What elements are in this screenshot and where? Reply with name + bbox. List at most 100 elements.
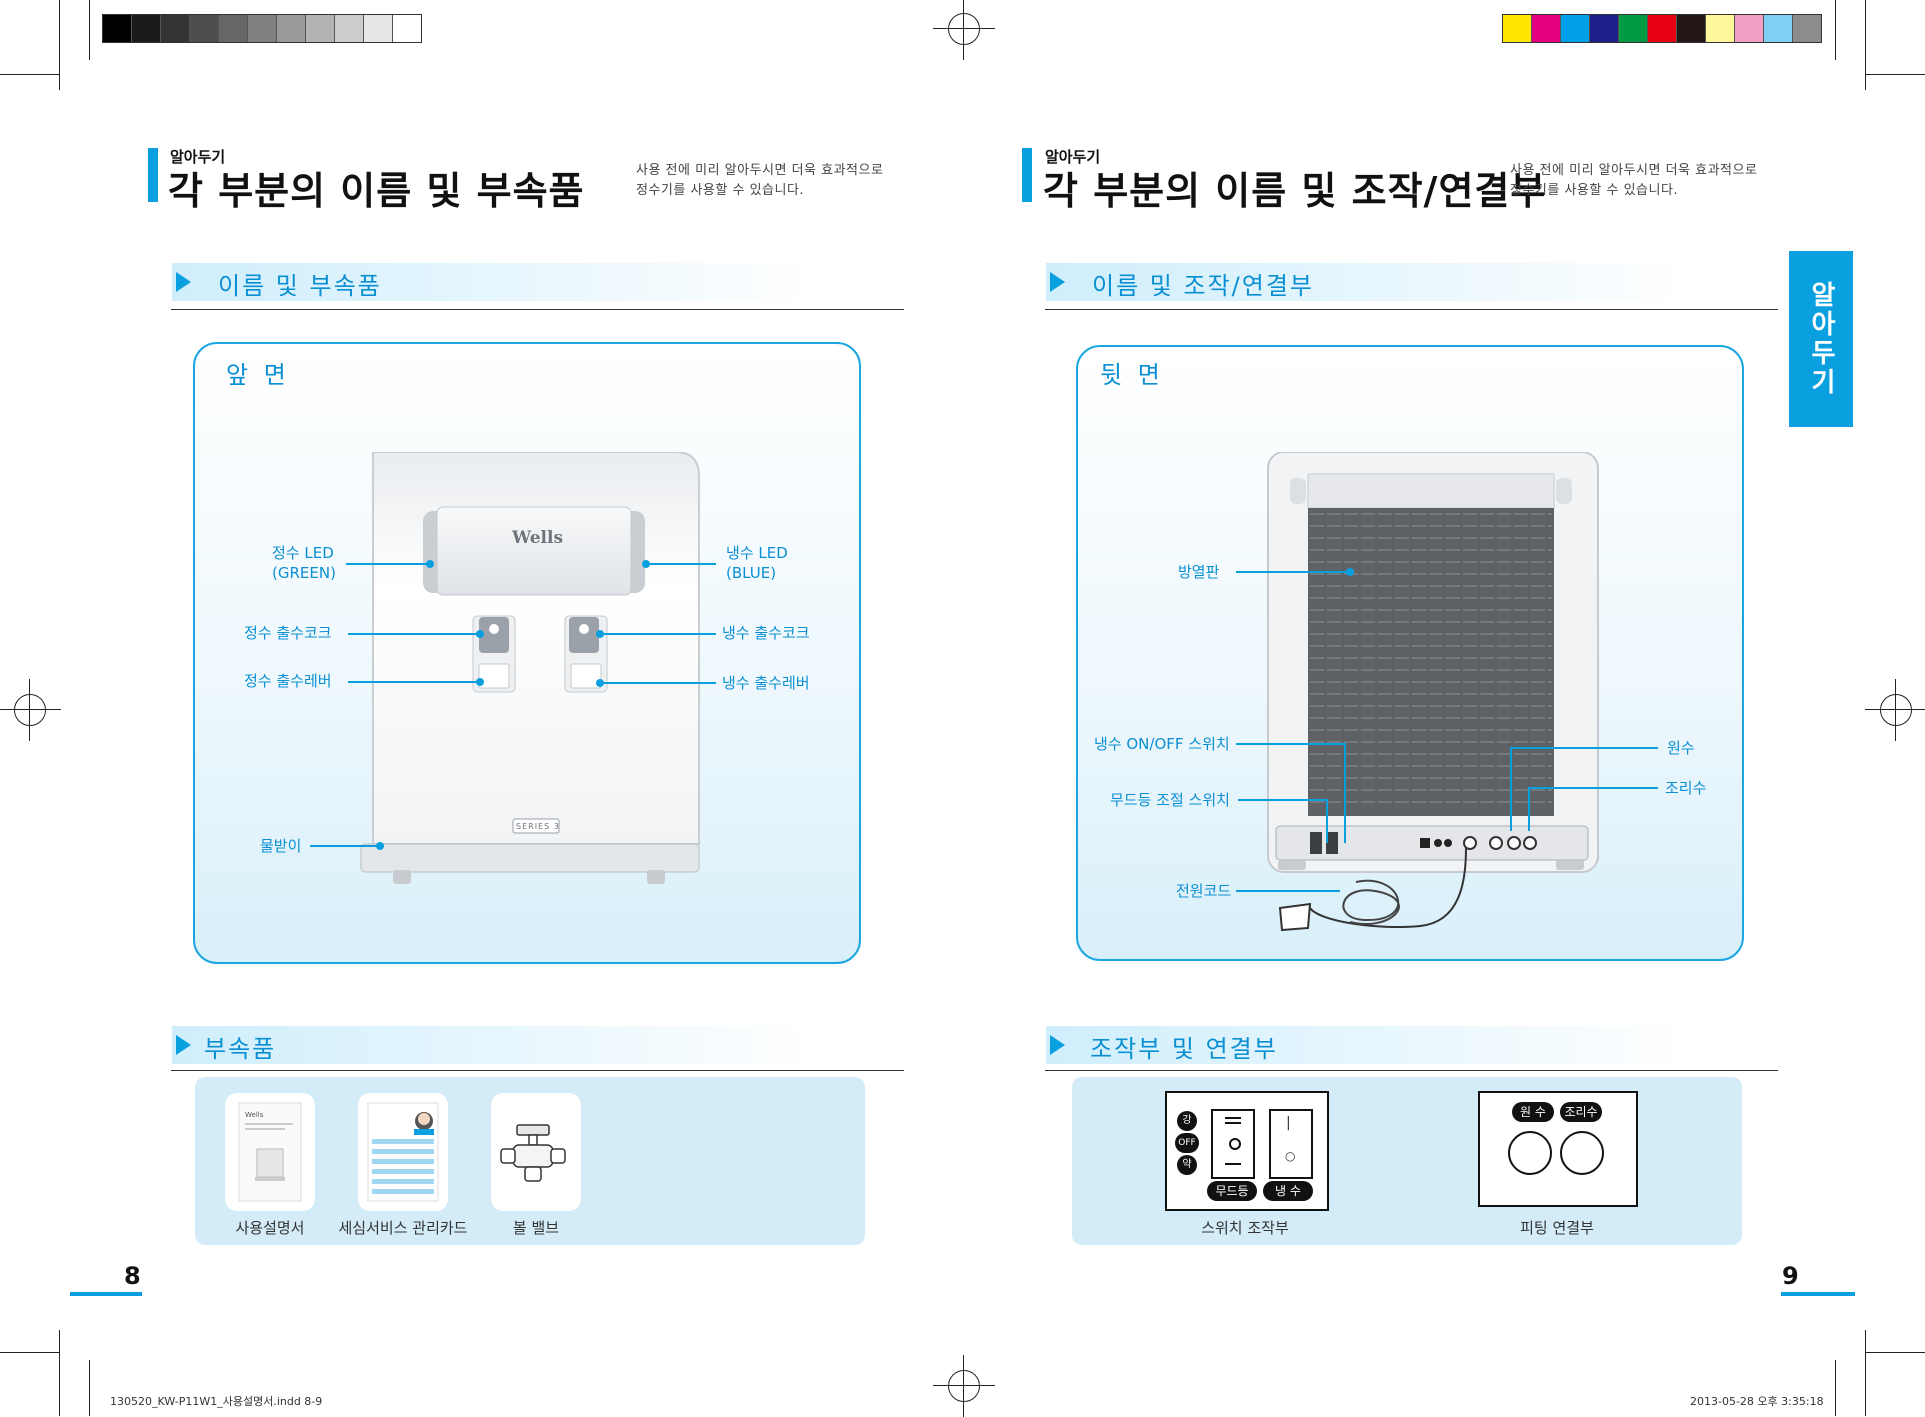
panel-label: 앞 면 <box>226 361 290 389</box>
leader-dot <box>476 630 484 638</box>
mood-rocker-switch[interactable] <box>1211 1109 1255 1179</box>
leader-line <box>348 633 478 635</box>
callout-purified-faucet: 정수 출수코크 <box>244 624 332 642</box>
switch-panel-diagram: 강 OFF 약 | ○ 무드등 냉 수 <box>1165 1091 1329 1211</box>
color-swatch <box>1793 15 1821 42</box>
grey-swatch <box>335 15 364 42</box>
color-bar <box>1502 14 1822 43</box>
callout-raw-water: 원수 <box>1667 739 1695 757</box>
triangle-bullet-icon <box>1050 1035 1065 1055</box>
divider <box>171 309 904 310</box>
triangle-bullet-icon <box>176 272 191 292</box>
grey-swatch <box>190 15 219 42</box>
leader-dot <box>426 560 434 568</box>
subheading-text: 부속품 <box>204 1035 277 1063</box>
page-title: 각 부분의 이름 및 조작/연결부 <box>1043 169 1547 213</box>
grey-swatch <box>248 15 277 42</box>
leader-line <box>600 633 716 635</box>
leader-line <box>1512 747 1658 749</box>
leader-line <box>346 563 430 565</box>
callout-text: 정수 LED <box>272 544 334 562</box>
page-title: 각 부분의 이름 및 부속품 <box>168 169 585 213</box>
raw-water-fitting[interactable] <box>1508 1131 1552 1175</box>
leader-line <box>1510 747 1512 831</box>
subheading-accessories: 부속품 <box>172 1026 812 1064</box>
triangle-bullet-icon <box>1050 272 1065 292</box>
registration-mark-bottom <box>933 1355 995 1417</box>
callout-text: (BLUE) <box>726 564 777 582</box>
leader-line <box>310 845 380 847</box>
callout-purified-lever: 정수 출수레버 <box>244 672 332 690</box>
strong-label: 강 <box>1177 1111 1197 1131</box>
color-swatch <box>1561 15 1590 42</box>
callout-mood-switch: 무드등 조절 스위치 <box>1110 791 1230 809</box>
color-swatch <box>1648 15 1677 42</box>
grey-swatch <box>219 15 248 42</box>
subheading-text: 조작부 및 연결부 <box>1090 1035 1278 1063</box>
callout-cold-faucet: 냉수 출수코크 <box>722 624 810 642</box>
subheading-text: 이름 및 조작/연결부 <box>1092 272 1314 300</box>
service-card-icon <box>367 1102 439 1202</box>
callout-power-cord: 전원코드 <box>1176 882 1232 900</box>
subheading-names-controls: 이름 및 조작/연결부 <box>1046 263 1686 301</box>
raw-water-label: 원 수 <box>1512 1102 1554 1122</box>
grey-swatch <box>393 15 421 42</box>
leader-line <box>646 563 716 565</box>
color-swatch <box>1735 15 1764 42</box>
title-accent-bar <box>148 148 158 202</box>
page-number: 9 <box>1782 1262 1799 1290</box>
grey-swatch <box>161 15 190 42</box>
cold-water-label: 냉 수 <box>1263 1181 1313 1201</box>
callout-drip-tray: 물받이 <box>260 837 302 855</box>
leader-line <box>1236 890 1340 892</box>
color-swatch <box>1619 15 1648 42</box>
intro-text: 사용 전에 미리 알아두시면 더욱 효과적으로 정수기를 사용할 수 있습니다. <box>1510 161 1757 201</box>
callout-cold-lever: 냉수 출수레버 <box>722 674 810 692</box>
divider <box>171 1070 904 1071</box>
leader-line <box>1344 743 1346 843</box>
grey-swatch <box>306 15 335 42</box>
grey-color-bar <box>102 14 422 43</box>
service-card <box>358 1093 448 1211</box>
callout-cooking-water: 조리수 <box>1665 779 1707 797</box>
ball-valve-card <box>491 1093 581 1211</box>
color-swatch <box>1503 15 1532 42</box>
divider <box>1045 309 1778 310</box>
water-purifier-rear-illustration <box>1267 452 1599 932</box>
triangle-bullet-icon <box>176 1035 191 1055</box>
rocker-on-mark: | <box>1286 1115 1291 1131</box>
leader-line <box>1236 743 1346 745</box>
leader-dot <box>596 630 604 638</box>
leader-dot <box>642 560 650 568</box>
intro-line: 정수기를 사용할 수 있습니다. <box>1510 183 1679 198</box>
grey-swatch <box>132 15 161 42</box>
timestamp-slug: 2013-05-28 오후 3:35:18 <box>1690 1395 1824 1408</box>
accessory-label: 사용설명서 <box>235 1219 305 1237</box>
divider <box>1045 1070 1778 1071</box>
manual-icon: Wells <box>238 1102 302 1202</box>
svg-text:Wells: Wells <box>245 1111 264 1119</box>
subheading-names-accessories: 이름 및 부속품 <box>172 263 812 301</box>
cooking-water-fitting[interactable] <box>1560 1131 1604 1175</box>
callout-cold-led: 냉수 LED (BLUE) <box>726 543 788 583</box>
intro-line: 사용 전에 미리 알아두시면 더욱 효과적으로 <box>1510 163 1758 178</box>
accessory-label: 볼 밸브 <box>512 1219 560 1237</box>
registration-mark-top <box>933 0 995 60</box>
leader-dot <box>1346 568 1354 576</box>
grey-swatch <box>364 15 393 42</box>
cold-rocker-switch[interactable]: | ○ <box>1269 1109 1313 1179</box>
leader-line <box>348 681 478 683</box>
title-accent-bar <box>1022 148 1032 202</box>
leader-dot <box>596 679 604 687</box>
accessory-label: 세심서비스 관리카드 <box>338 1219 468 1237</box>
off-label: OFF <box>1175 1133 1199 1153</box>
intro-text: 사용 전에 미리 알아두시면 더욱 효과적으로 정수기를 사용할 수 있습니다. <box>636 161 883 201</box>
manual-card: Wells <box>225 1093 315 1211</box>
subheading-controls: 조작부 및 연결부 <box>1046 1026 1686 1064</box>
registration-mark-left <box>0 679 61 741</box>
leader-dot <box>476 678 484 686</box>
section-kicker: 알아두기 <box>1045 148 1101 166</box>
fitting-panel-diagram: 원 수 조리수 <box>1478 1091 1638 1207</box>
color-swatch <box>1590 15 1619 42</box>
leader-line <box>1238 799 1328 801</box>
